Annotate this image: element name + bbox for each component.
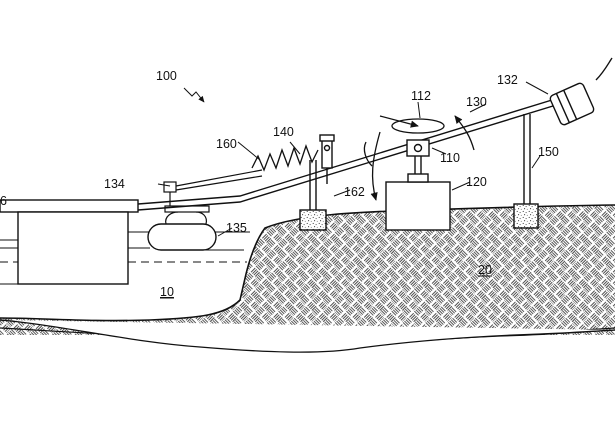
spring-160 [251, 144, 319, 172]
ref-112: 112 [411, 89, 431, 103]
ref-10: 10 [160, 285, 174, 299]
ref-160: 160 [216, 137, 237, 151]
float-136 [0, 199, 139, 285]
ref-140: 140 [273, 125, 294, 139]
ref-135: 135 [226, 221, 247, 235]
ref-110: 110 [440, 151, 460, 165]
generator-120 [385, 152, 451, 231]
rotation-arrows [363, 115, 475, 201]
rotation-ellipse-112 [391, 118, 445, 134]
pump-134 [163, 169, 263, 206]
ref-100: 100 [156, 69, 177, 83]
tank-135 [147, 205, 217, 251]
lower-bottom-curve [0, 319, 615, 353]
ref-150: 150 [538, 145, 559, 159]
ref-136-partial: 6 [0, 194, 7, 208]
ref-132: 132 [497, 73, 518, 87]
hinge-post-140 [319, 134, 335, 184]
support-150 [513, 114, 539, 229]
counterweight-132 [549, 57, 613, 126]
ref-130: 130 [466, 95, 487, 109]
ref-20: 20 [478, 263, 492, 277]
lower-white-fill [0, 348, 615, 424]
support-162 [299, 160, 327, 231]
pivot-110 [406, 139, 430, 157]
reference-numerals: 100 160 140 112 130 132 134 135 6 162 11… [0, 69, 559, 299]
lever-arm-130 [137, 95, 567, 211]
ref-162: 162 [344, 185, 365, 199]
leader-lines [157, 81, 549, 237]
ground-outline [0, 204, 615, 322]
ref-134: 134 [104, 177, 125, 191]
ref-120: 120 [466, 175, 487, 189]
